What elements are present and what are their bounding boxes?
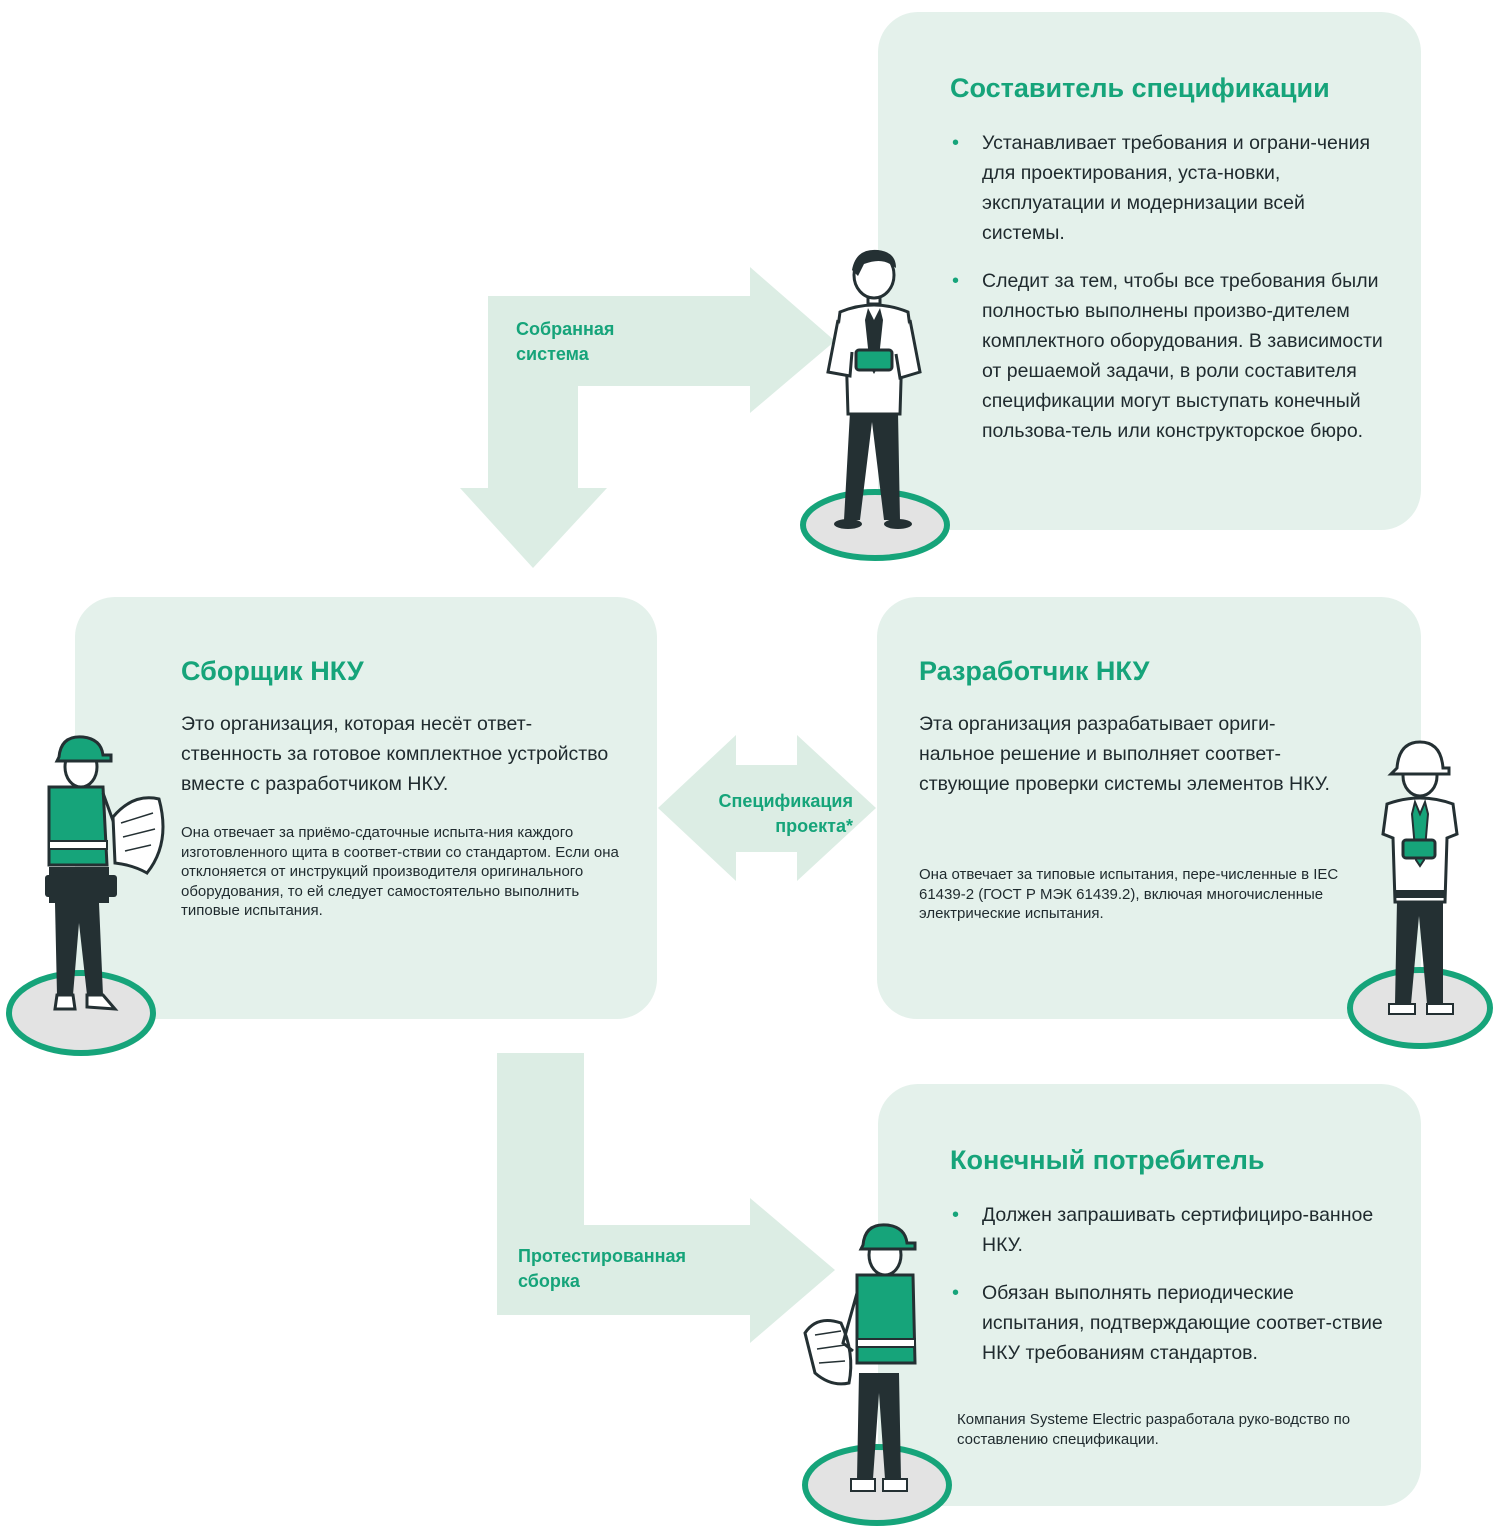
bullet-icon: • (952, 270, 960, 292)
spec-writer-person-illustration (800, 249, 950, 561)
bullet-icon: • (952, 132, 960, 154)
developer-person-illustration (1347, 740, 1493, 1049)
assembler-small-text: Она отвечает за приёмо-сдаточные испыта-… (181, 824, 619, 919)
assembler-title: Сборщик НКУ (181, 656, 364, 686)
list-item: •Должен запрашивать сертифициро-ванное Н… (950, 1200, 1400, 1260)
end-user-title: Конечный потребитель (950, 1145, 1265, 1175)
arrow-tested-assembly (497, 1053, 835, 1343)
list-item: •Обязан выполнять периодические испытани… (950, 1278, 1400, 1368)
tested-assembly-label: Протестированная сборка (518, 1246, 687, 1291)
spec-writer-bullets: •Устанавливает требования и ограни-чения… (950, 128, 1390, 464)
end-user-card: Конечный потребитель •Должен запрашивать… (878, 1084, 1421, 1506)
developer-card: Разработчик НКУ Эта организация разрабат… (877, 597, 1421, 1019)
assembler-main-text: Это организация, которая несёт ответ-ств… (181, 713, 609, 795)
assembled-system-label: Собранная система (516, 319, 615, 364)
project-spec-label: Спецификация проекта* (718, 791, 853, 836)
developer-main-text: Эта организация разрабатывает ориги-наль… (919, 713, 1330, 795)
list-item: •Следит за тем, чтобы все требования был… (950, 266, 1390, 446)
assembler-person-illustration (6, 735, 165, 1056)
assembler-card: Сборщик НКУ Это организация, которая нес… (75, 597, 657, 1019)
spec-writer-title: Составитель спецификации (950, 73, 1330, 103)
arrow-project-spec (658, 735, 876, 881)
bullet-icon: • (952, 1282, 960, 1304)
spec-writer-card: Составитель спецификации •Устанавливает … (878, 12, 1421, 530)
end-user-small-text: Компания Systeme Electric разработала ру… (957, 1411, 1351, 1448)
end-user-bullets: •Должен запрашивать сертифициро-ванное Н… (950, 1200, 1400, 1386)
developer-small-text: Она отвечает за типовые испытания, пере-… (919, 866, 1339, 922)
bullet-icon: • (952, 1204, 960, 1226)
developer-title: Разработчик НКУ (919, 656, 1150, 686)
end-user-person-illustration (802, 1223, 952, 1526)
arrow-assembled-system (460, 267, 835, 568)
list-item: •Устанавливает требования и ограни-чения… (950, 128, 1390, 248)
